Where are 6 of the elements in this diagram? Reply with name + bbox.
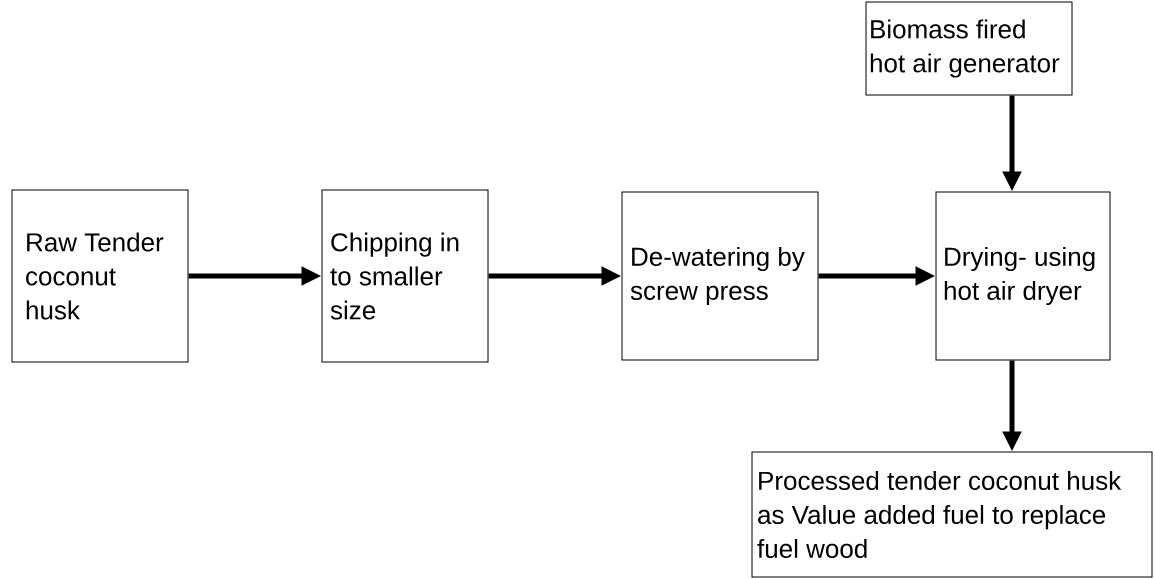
process-box: Raw Tender coconut husk xyxy=(11,189,189,363)
process-box: Processed tender coconut husk as Value added fuel to replace fuel wood xyxy=(751,451,1153,578)
process-box: Chipping in to smaller size xyxy=(321,189,489,363)
process-box: Drying- using hot air dryer xyxy=(935,191,1111,361)
process-box: De-watering by screw press xyxy=(621,191,819,361)
process-box: Biomass fired hot air generator xyxy=(865,1,1073,96)
